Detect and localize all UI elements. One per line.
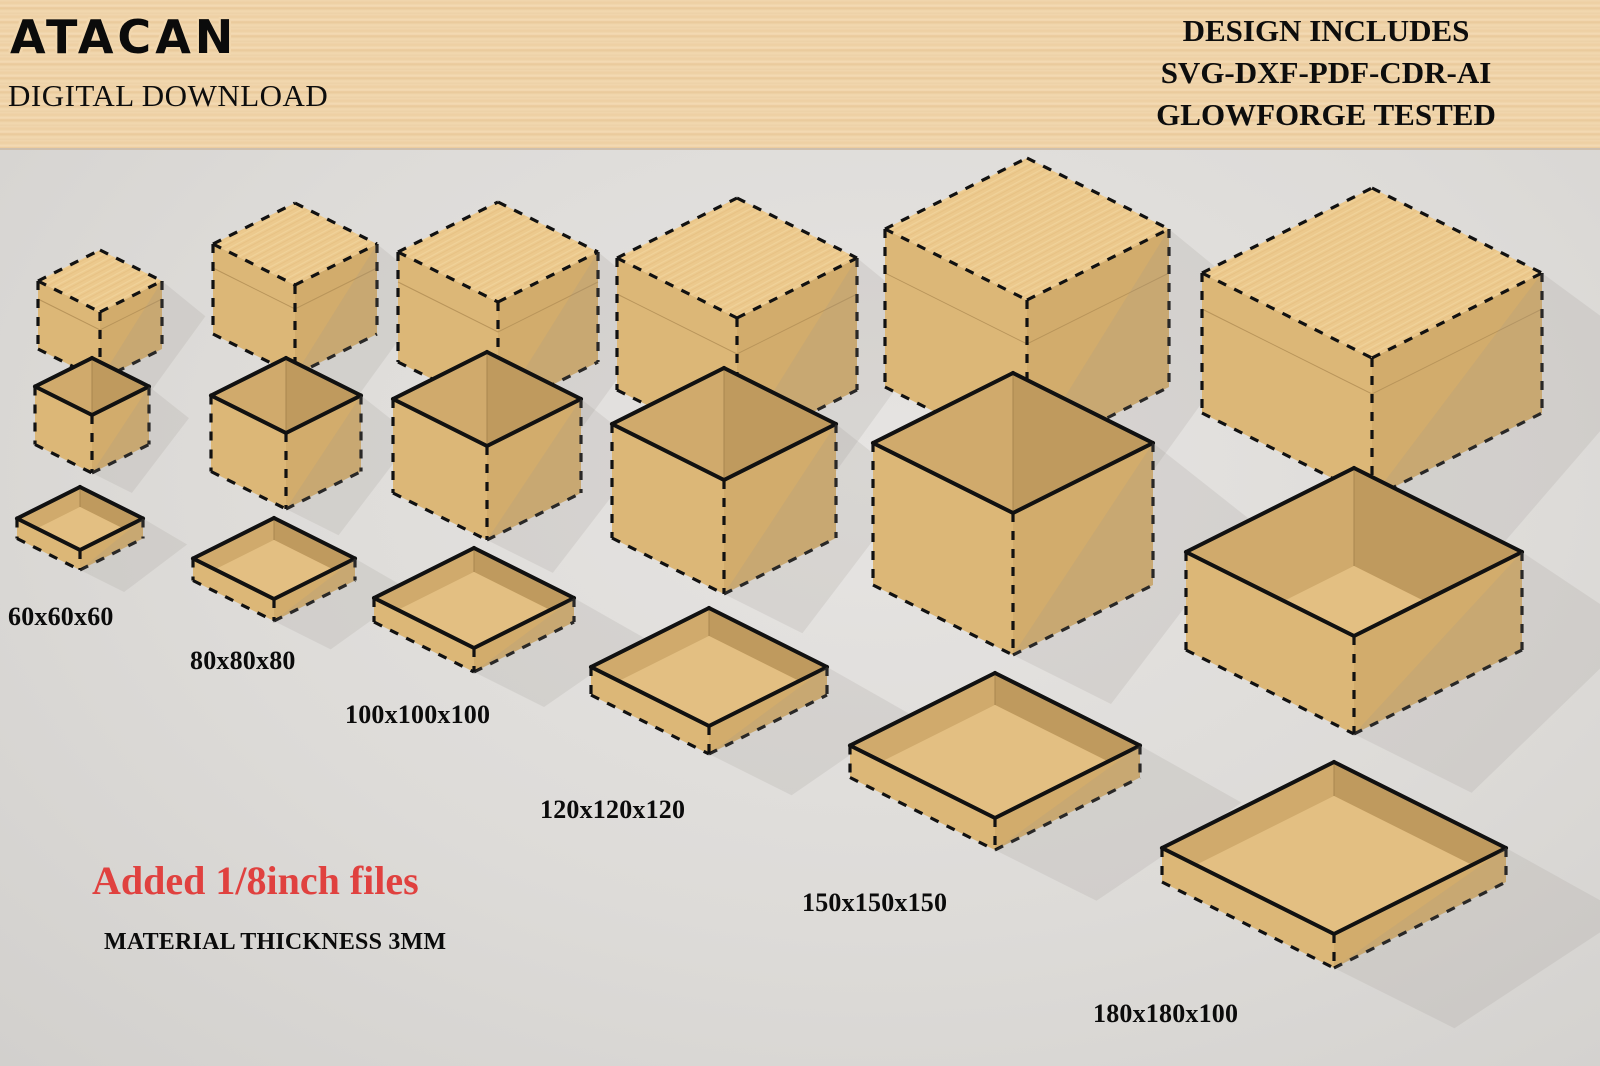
open-box-2 (391, 350, 583, 542)
closed-box-4 (883, 156, 1171, 460)
size-label-60: 60x60x60 (8, 602, 114, 631)
material-thickness-text: MATERIAL THICKNESS 3MM (104, 929, 447, 955)
open-box-0 (33, 356, 151, 475)
tray-4 (848, 671, 1142, 852)
promo-text: Added 1/8inch files (92, 858, 419, 903)
open-box-4 (871, 371, 1155, 657)
size-label-150: 150x150x150 (802, 888, 948, 917)
closed-box-0 (36, 248, 164, 382)
size-label-80: 80x80x80 (190, 646, 296, 675)
digital-download-subtitle: DIGITAL DOWNLOAD (8, 78, 329, 113)
closed-box-5 (1200, 186, 1544, 500)
size-label-120: 120x120x120 (540, 795, 686, 824)
tray-0 (15, 485, 145, 572)
size-label-100: 100x100x100 (345, 700, 491, 729)
open-box-5 (1184, 466, 1524, 736)
open-box-1 (209, 356, 363, 511)
tray-3 (589, 606, 829, 756)
size-label-180: 180x180x100 (1093, 999, 1239, 1028)
design-includes-block: DESIGN INCLUDES SVG-DXF-PDF-CDR-AI GLOWF… (1116, 10, 1536, 136)
wood-header-banner (0, 0, 1600, 150)
includes-line-2: SVG-DXF-PDF-CDR-AI (1160, 55, 1492, 90)
includes-line-1: DESIGN INCLUDES (1182, 13, 1470, 48)
includes-line-3: GLOWFORGE TESTED (1156, 97, 1496, 132)
tray-2 (372, 546, 576, 674)
tray-5 (1160, 760, 1508, 970)
brand-logo: ATACAN (10, 10, 238, 64)
open-box-3 (610, 366, 838, 596)
tray-1 (191, 516, 357, 623)
